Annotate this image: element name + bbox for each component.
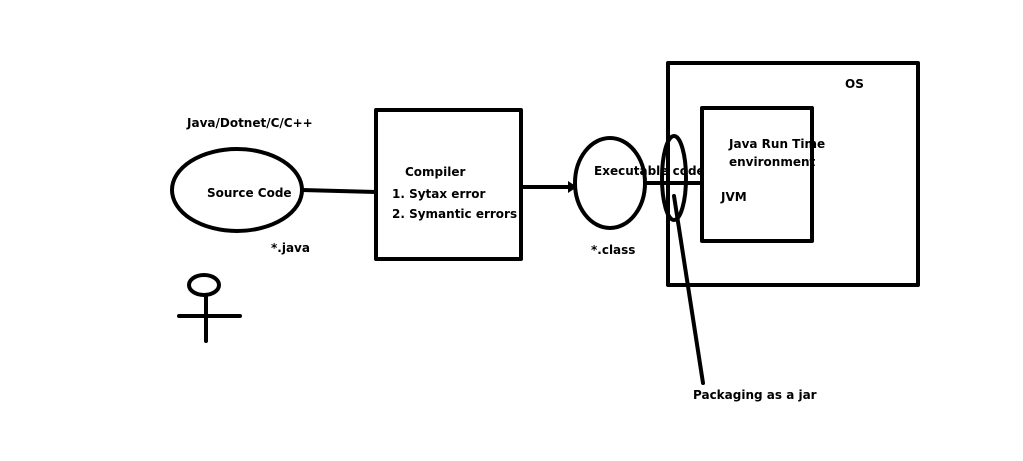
jvm-box (700, 106, 814, 243)
os-label: OS (845, 77, 864, 91)
compiler-item: 1. Sytax error (392, 187, 486, 201)
languages-label: Java/Dotnet/C/C++ (186, 116, 313, 130)
compiler-title: Compiler (405, 165, 466, 179)
packaging-label: Packaging as a jar (693, 388, 817, 402)
os-box (666, 61, 920, 287)
source-ext-label: *.java (271, 241, 310, 255)
source-to-compiler-connector (300, 188, 378, 194)
executable-ellipse (573, 136, 647, 230)
source-code-label: Source Code (207, 186, 292, 200)
compiler-box (374, 108, 523, 261)
executable-label: Executable code (594, 164, 705, 178)
packaging-ellipse (660, 134, 688, 222)
jre-label-line1: Java Run Time (728, 137, 825, 151)
jvm-label: JVM (720, 190, 747, 204)
packaging-pointer-line (672, 194, 705, 385)
arrow-head-icon (568, 181, 577, 193)
class-ext-label: *.class (591, 243, 635, 257)
compiler-item: 2. Symantic errors (392, 207, 517, 221)
user-figure-icon (177, 273, 242, 343)
jre-label-line2: environment (729, 155, 816, 169)
